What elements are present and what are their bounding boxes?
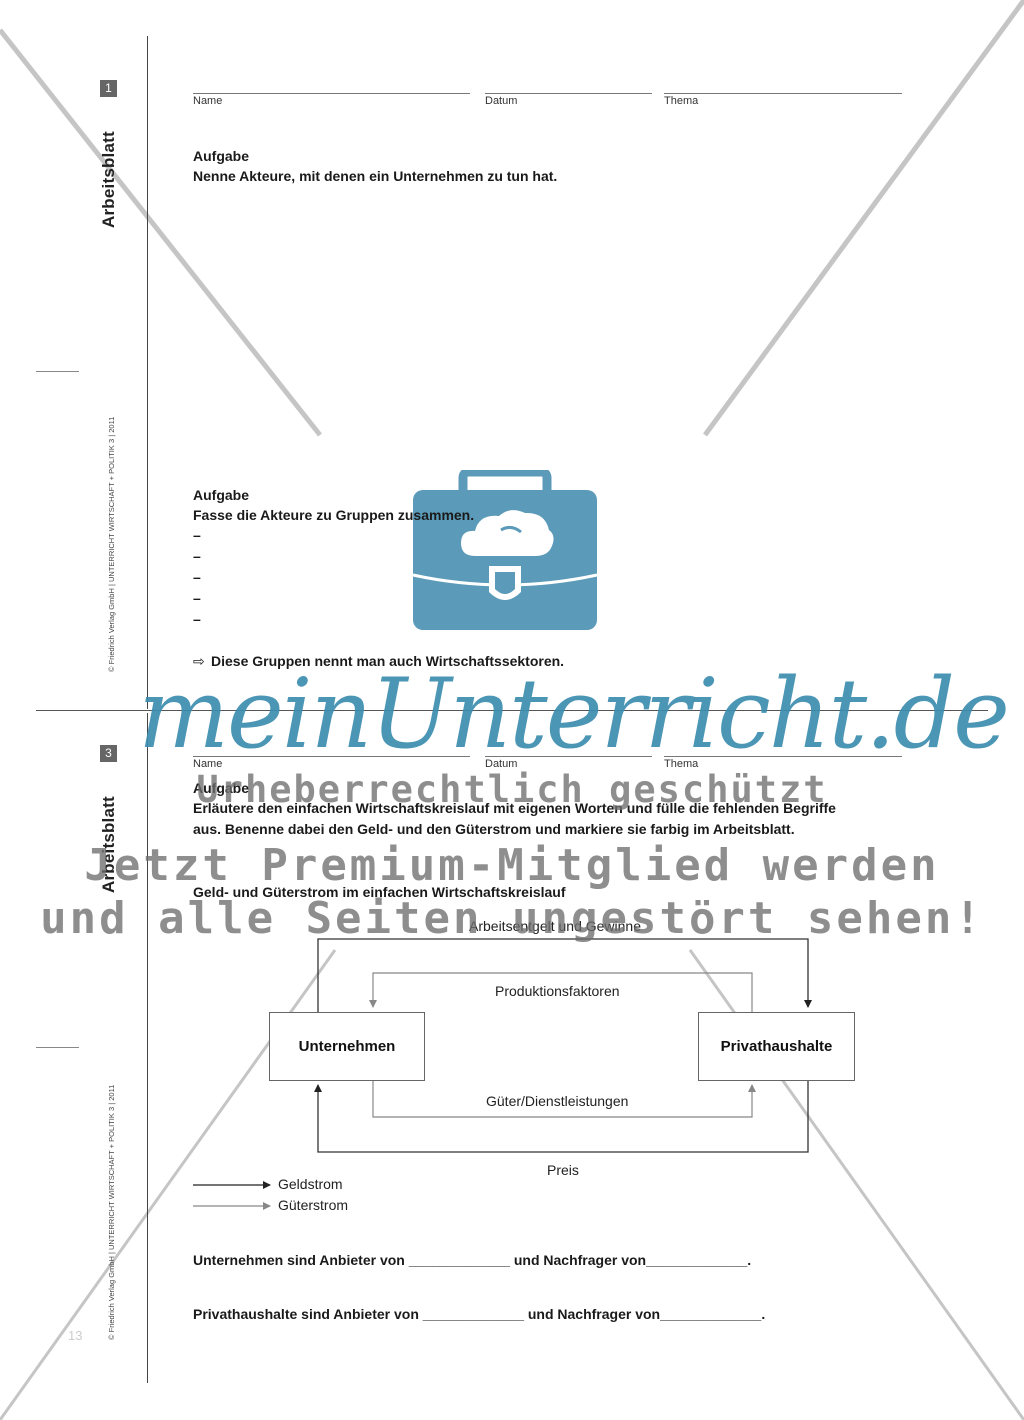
blank-list-item: –	[193, 569, 201, 585]
legend-geldstrom: Geldstrom	[278, 1176, 343, 1192]
box-privathaushalte: Privathaushalte	[698, 1012, 855, 1081]
blank-list-item: –	[193, 548, 201, 564]
task-text: Fasse die Akteure zu Gruppen zusammen.	[193, 507, 475, 523]
cut-line	[36, 710, 988, 711]
label-gueter-dienstleistungen: Güter/Dienstleistungen	[486, 1093, 629, 1109]
blank-list-item: –	[193, 527, 201, 543]
name-field-label: Name	[193, 95, 223, 107]
thema-field-label: Thema	[664, 95, 699, 107]
left-margin-line-bottom	[147, 713, 148, 1383]
money-flow-bottom	[314, 1080, 809, 1153]
diagram-title: Geld- und Güterstrom im einfachen Wirtsc…	[193, 884, 566, 900]
label-produktionsfaktoren: Produktionsfaktoren	[495, 983, 620, 999]
section-number-badge: 1	[100, 80, 117, 97]
fill-in-sentence: Unternehmen sind Anbieter von __________…	[193, 1252, 752, 1268]
left-margin-line-top	[147, 36, 148, 709]
name-field-line	[193, 756, 470, 757]
datum-field-label: Datum	[485, 95, 518, 107]
watermark-line-3: und alle Seiten ungestört sehen!	[40, 893, 984, 944]
goods-flow-top	[369, 972, 753, 1012]
datum-field-line	[485, 93, 652, 94]
note-text: Diese Gruppen nennt man auch Wirtschafts…	[211, 653, 565, 669]
task-text: Nenne Akteure, mit denen ein Unternehmen…	[193, 168, 558, 184]
thema-field-line	[664, 756, 902, 757]
label-preis: Preis	[547, 1162, 579, 1178]
watermark-logo: meinUnterricht.de	[138, 658, 1010, 770]
label-arbeitsentgelt: Arbeitsentgelt und Gewinne	[469, 918, 641, 934]
money-flow-top	[317, 938, 812, 1012]
goods-flow-bottom	[372, 1080, 756, 1118]
note-arrow-icon: ⇨	[193, 653, 205, 669]
blank-list-item: –	[193, 590, 201, 606]
watermark-line-1: Urheberrechtlich geschützt	[196, 768, 828, 811]
section-number-badge: 3	[100, 745, 117, 762]
name-field-line	[193, 93, 470, 94]
margin-tick-bottom	[36, 1047, 79, 1048]
datum-field-line	[485, 756, 652, 757]
legend-gueterstrom: Güterstrom	[278, 1197, 349, 1213]
task-heading: Aufgabe	[193, 487, 249, 503]
box-unternehmen: Unternehmen	[269, 1012, 425, 1081]
task-heading: Aufgabe	[193, 780, 249, 796]
datum-field-label: Datum	[485, 758, 518, 770]
watermark-line-2: Jetzt Premium-Mitglied werden	[84, 840, 940, 891]
thema-field-line	[664, 93, 902, 94]
task-text: Erläutere den einfachen Wirtschaftskreis…	[193, 800, 836, 837]
thema-field-label: Thema	[664, 758, 699, 770]
task-heading: Aufgabe	[193, 148, 249, 164]
fill-in-sentence: Privathaushalte sind Anbieter von ______…	[193, 1306, 766, 1322]
margin-tick-top	[36, 371, 79, 372]
briefcase-icon	[412, 470, 598, 630]
name-field-label: Name	[193, 758, 223, 770]
blank-list-item: –	[193, 611, 201, 627]
page-number: 13	[68, 1328, 83, 1343]
